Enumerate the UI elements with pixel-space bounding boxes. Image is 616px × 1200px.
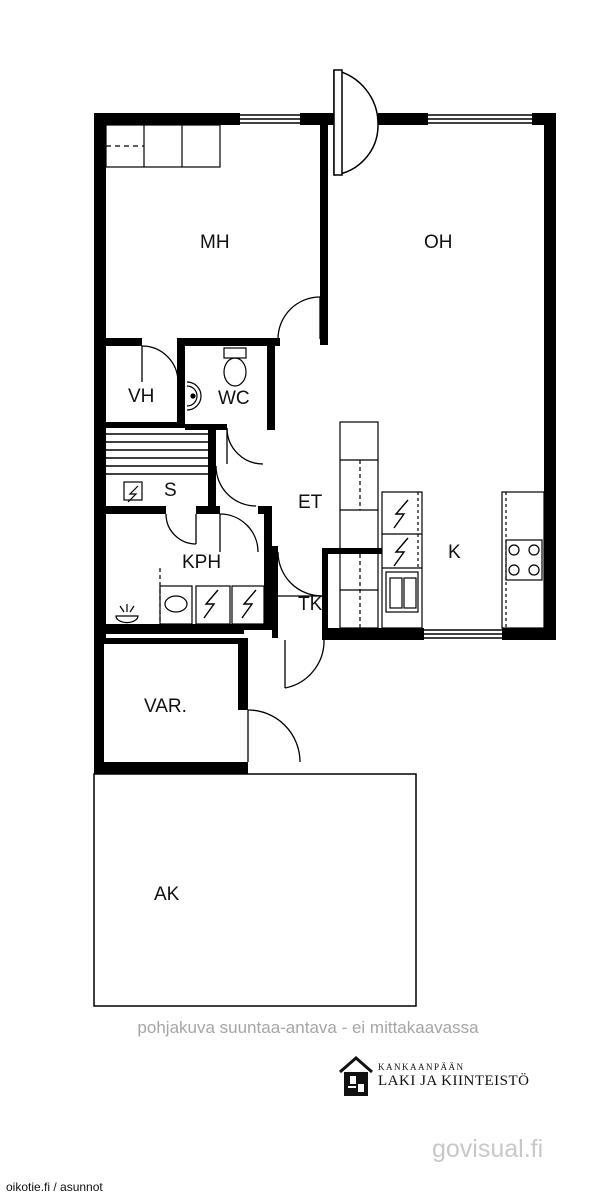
room-label-s: S — [164, 480, 177, 501]
room-label-k: K — [448, 542, 461, 563]
exterior-walls — [94, 113, 556, 774]
room-label-et: ET — [298, 492, 323, 513]
logo-line-1: KANKAANPÄÄN — [378, 1062, 465, 1072]
room-label-kph: KPH — [182, 552, 221, 573]
sauna-bench — [106, 433, 208, 475]
sink-icon — [385, 571, 419, 613]
kitchen-counter-right — [501, 491, 545, 629]
lightning-bolt-icon — [127, 485, 409, 619]
room-label-oh: OH — [424, 232, 453, 253]
entrance-door — [333, 69, 379, 176]
mh-wardrobe — [105, 124, 221, 168]
room-labels: MH OH VH WC S ET KPH K TK VAR. AK — [128, 232, 461, 905]
room-label-ak: AK — [154, 884, 180, 905]
room-label-var: VAR. — [144, 696, 187, 717]
credit-text: govisual.fi — [432, 1135, 544, 1163]
room-label-vh: VH — [128, 386, 154, 407]
yard-outline — [93, 773, 417, 1007]
kph-fixtures — [115, 568, 265, 625]
company-logo: KANKAANPÄÄN LAKI JA KIINTEISTÖ — [338, 1054, 558, 1100]
disclaimer-text: pohjakuva suuntaa-antava - ei mittakaava… — [137, 1018, 479, 1037]
room-label-wc: WC — [218, 388, 250, 409]
floor-plan: MH OH VH WC S ET KPH K TK VAR. AK — [93, 69, 556, 1007]
source-text: oikotie.fi / asunnot — [6, 1180, 103, 1194]
door-swings — [141, 296, 325, 763]
room-label-tk: TK — [298, 594, 323, 615]
sauna-stove-icon — [123, 481, 143, 501]
kitchen-counter-left — [381, 491, 423, 629]
wc-sink-icon — [186, 381, 202, 411]
stove-burners-icon — [505, 539, 543, 581]
windows — [240, 114, 532, 639]
room-label-mh: MH — [200, 232, 230, 253]
house-logo-icon — [339, 1056, 373, 1096]
toilet-icon — [223, 347, 247, 387]
logo-line-2: LAKI JA KIINTEISTÖ — [378, 1073, 530, 1089]
interior-walls — [106, 125, 382, 640]
et-cabinets — [339, 421, 379, 629]
